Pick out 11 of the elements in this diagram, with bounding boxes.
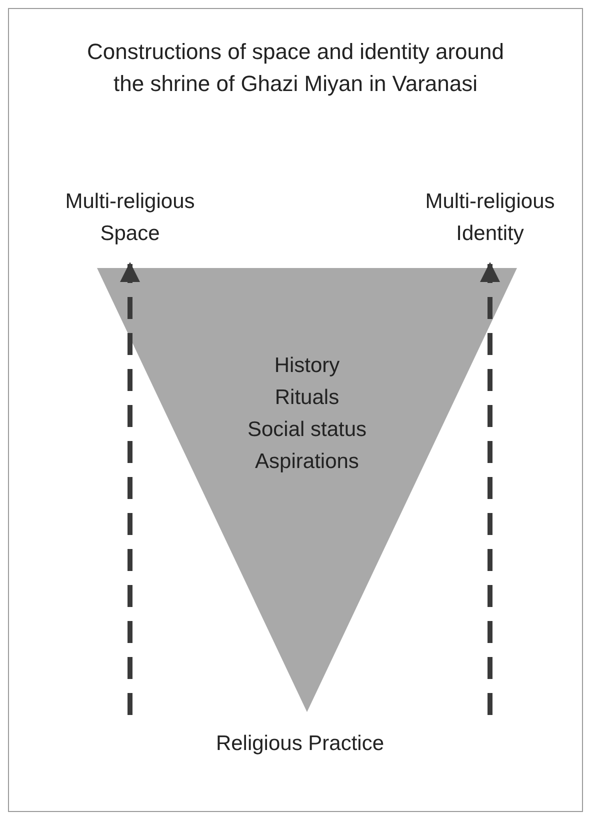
concept-label: Multi-religious Identity [402,186,578,262]
concept-label: Multi-religious Space [45,186,215,262]
concept-label: Religious Practice [180,728,420,764]
factor-text: Rituals [274,385,340,411]
factor-text: Aspirations [255,449,359,475]
inverted-triangle [97,268,517,712]
diagram-title: Constructions of space and identity around the shrine of Ghazi Miyan in Varanasi [86,38,506,98]
factor-text: Social status [247,417,367,443]
dashed-arrow [480,262,500,715]
dashed-arrow [120,262,140,715]
factor-text: History [274,353,340,379]
